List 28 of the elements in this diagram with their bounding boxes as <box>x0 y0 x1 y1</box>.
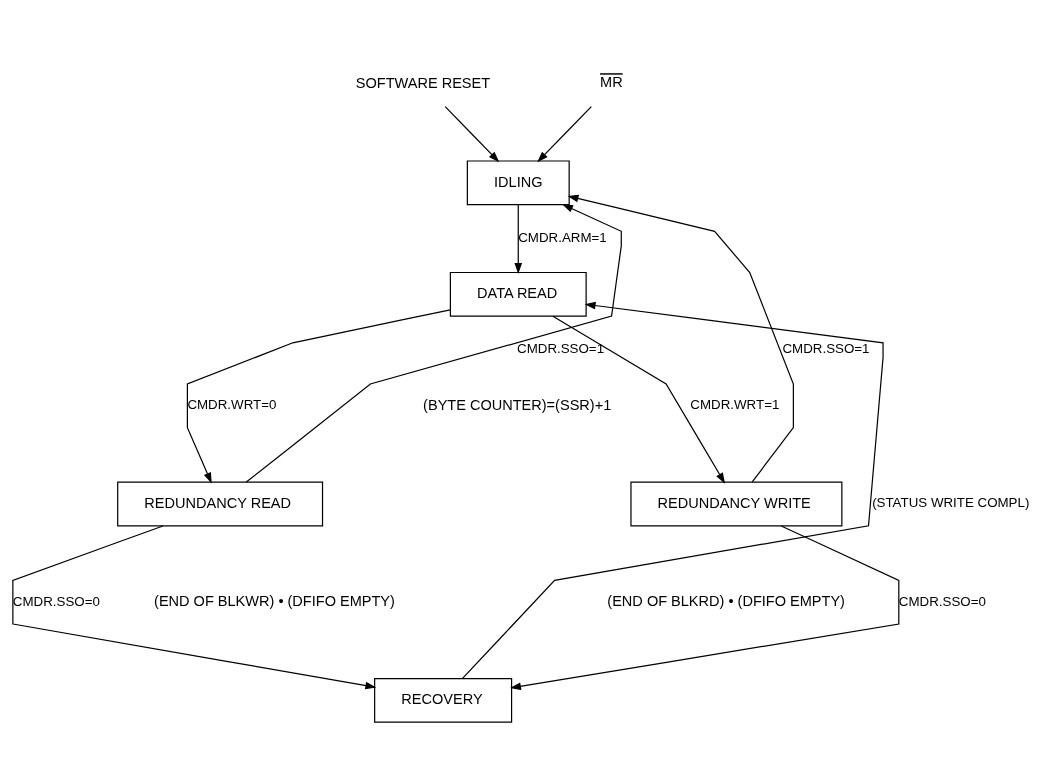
edge-label: CMDR.SSO=1 <box>517 340 605 356</box>
label: (BYTE COUNTER)=(SSR)+1 <box>423 396 612 413</box>
edge-label: CMDR.WRT=0 <box>187 396 277 412</box>
node-text: MR <box>600 73 623 90</box>
arrow <box>444 105 500 162</box>
arrow <box>245 203 622 483</box>
node-text: SOFTWARE RESET <box>355 74 491 91</box>
arrow <box>514 203 523 274</box>
arrow <box>186 308 451 484</box>
edge-label: CMDR.ARM=1 <box>518 229 607 245</box>
edge-label: CMDR.SSO=0 <box>898 593 986 609</box>
label: (END OF BLKRD) • (DFIFO EMPTY) <box>607 592 845 609</box>
arrow <box>537 105 592 162</box>
arrow <box>12 524 377 689</box>
edge-label: CMDR.WRT=1 <box>690 396 780 412</box>
arrow <box>567 194 794 482</box>
arrow <box>552 315 726 484</box>
edge-label: CMDR.SSO=0 <box>12 593 100 609</box>
node-box: RECOVERY <box>374 677 513 723</box>
edge-label: (STATUS WRITE COMPL) <box>872 494 1030 510</box>
node-box: REDUNDANCY WRITE <box>630 481 843 526</box>
node-box: DATA READ <box>449 271 587 317</box>
arrow <box>461 301 884 679</box>
node-box: IDLING <box>466 159 570 205</box>
label: (END OF BLKWR) • (DFIFO EMPTY) <box>154 592 395 609</box>
edge-label: CMDR.SSO=1 <box>782 340 870 356</box>
node-box: REDUNDANCY READ <box>117 481 324 526</box>
arrow <box>510 524 900 690</box>
